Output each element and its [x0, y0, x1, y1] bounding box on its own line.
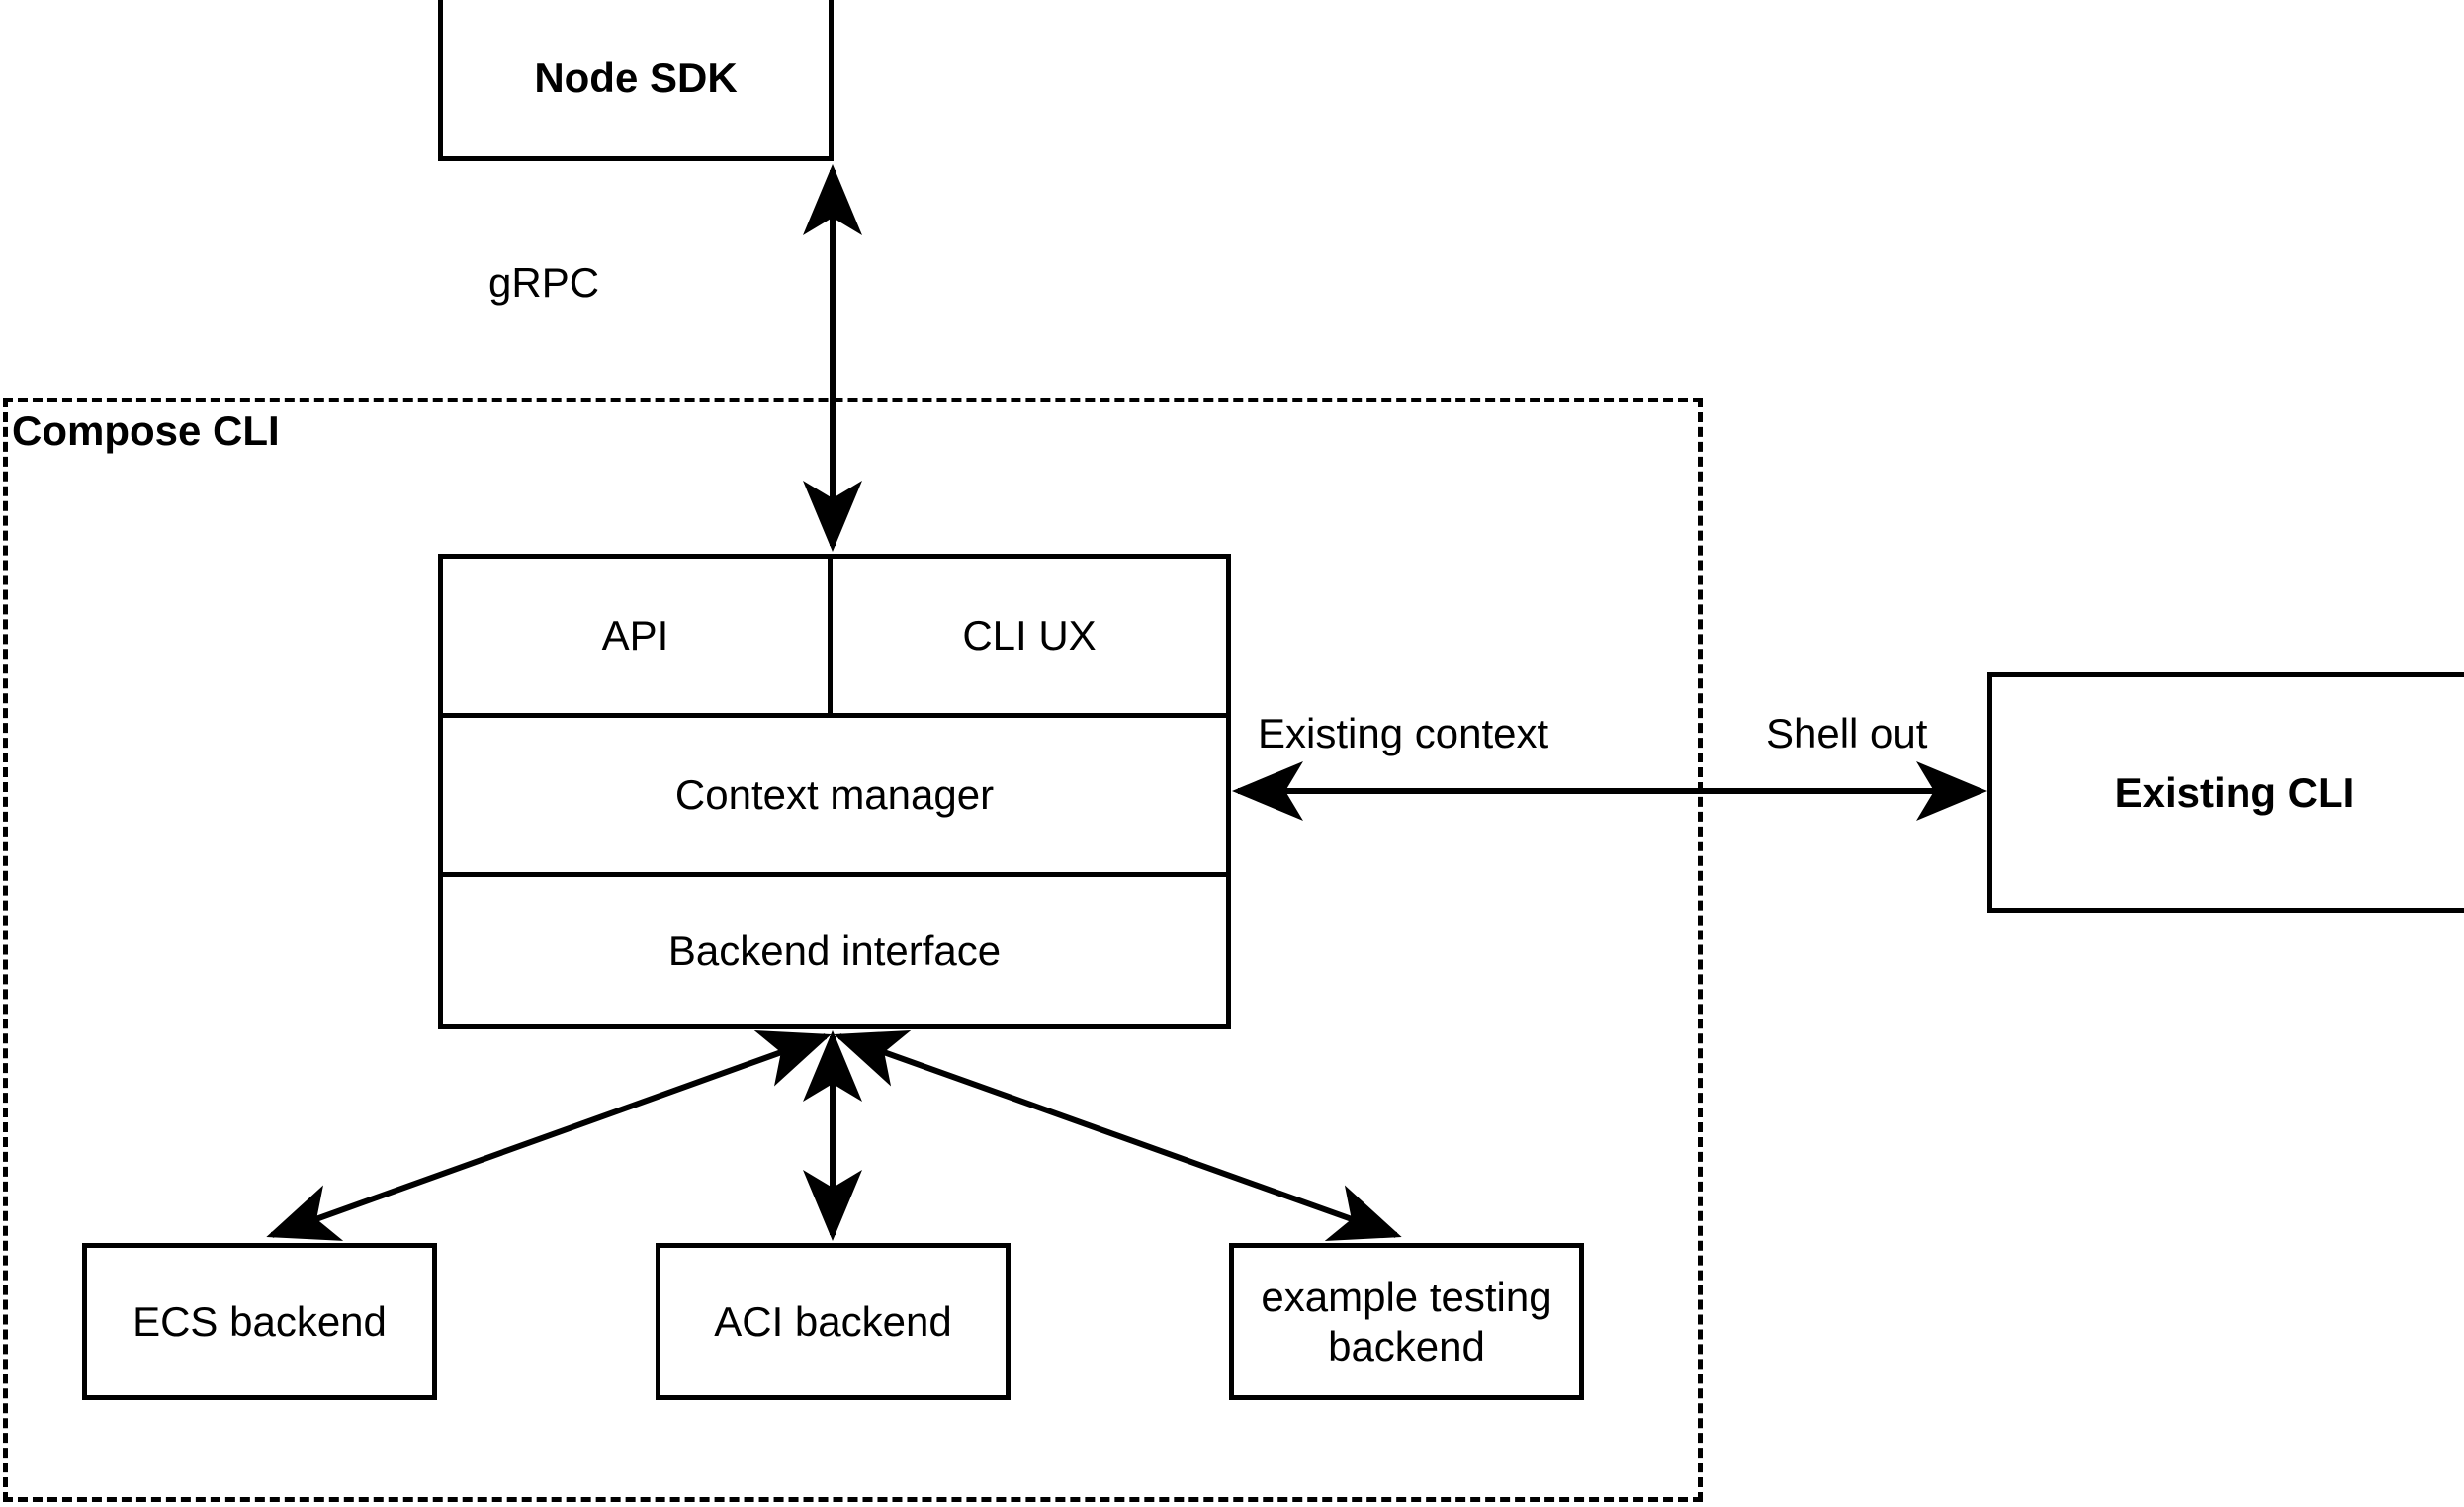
stack-row-api-cliux: API CLI UX: [443, 559, 1226, 718]
shell-out-edge-label: Shell out: [1762, 710, 1932, 757]
api-cell[interactable]: API: [443, 559, 833, 713]
stack-row-backend-interface: Backend interface: [443, 877, 1226, 1024]
backend-interface-cell[interactable]: Backend interface: [443, 877, 1226, 1024]
grpc-edge-label: gRPC: [484, 259, 604, 307]
example-testing-backend-box[interactable]: example testing backend: [1229, 1243, 1584, 1400]
node-sdk-box[interactable]: Node SDK: [438, 0, 834, 161]
aci-backend-box[interactable]: ACI backend: [656, 1243, 1011, 1400]
ecs-backend-box[interactable]: ECS backend: [82, 1243, 437, 1400]
stack-row-context-manager: Context manager: [443, 718, 1226, 877]
ecs-backend-connector: [266, 1030, 832, 1241]
api-label: API: [601, 612, 669, 659]
backend-interface-label: Backend interface: [667, 927, 1002, 974]
aci-backend-label: ACI backend: [714, 1297, 952, 1345]
context-manager-cell[interactable]: Context manager: [443, 718, 1226, 872]
example-testing-backend-label: example testing backend: [1261, 1273, 1552, 1370]
ecs-backend-label: ECS backend: [132, 1297, 387, 1345]
existing-cli-label: Existing CLI: [2114, 768, 2355, 816]
cli-ux-label: CLI UX: [962, 612, 1097, 659]
example-backend-connector: [834, 1029, 1402, 1242]
context-manager-label: Context manager: [674, 771, 995, 818]
node-sdk-label: Node SDK: [534, 54, 738, 102]
cli-ux-cell[interactable]: CLI UX: [833, 559, 1226, 713]
existing-context-edge-label: Existing context: [1254, 710, 1553, 757]
existing-cli-box[interactable]: Existing CLI: [1987, 672, 2464, 913]
compose-cli-group-label: Compose CLI: [12, 407, 280, 454]
compose-cli-stack: API CLI UX Context manager Backend inter…: [438, 554, 1231, 1029]
